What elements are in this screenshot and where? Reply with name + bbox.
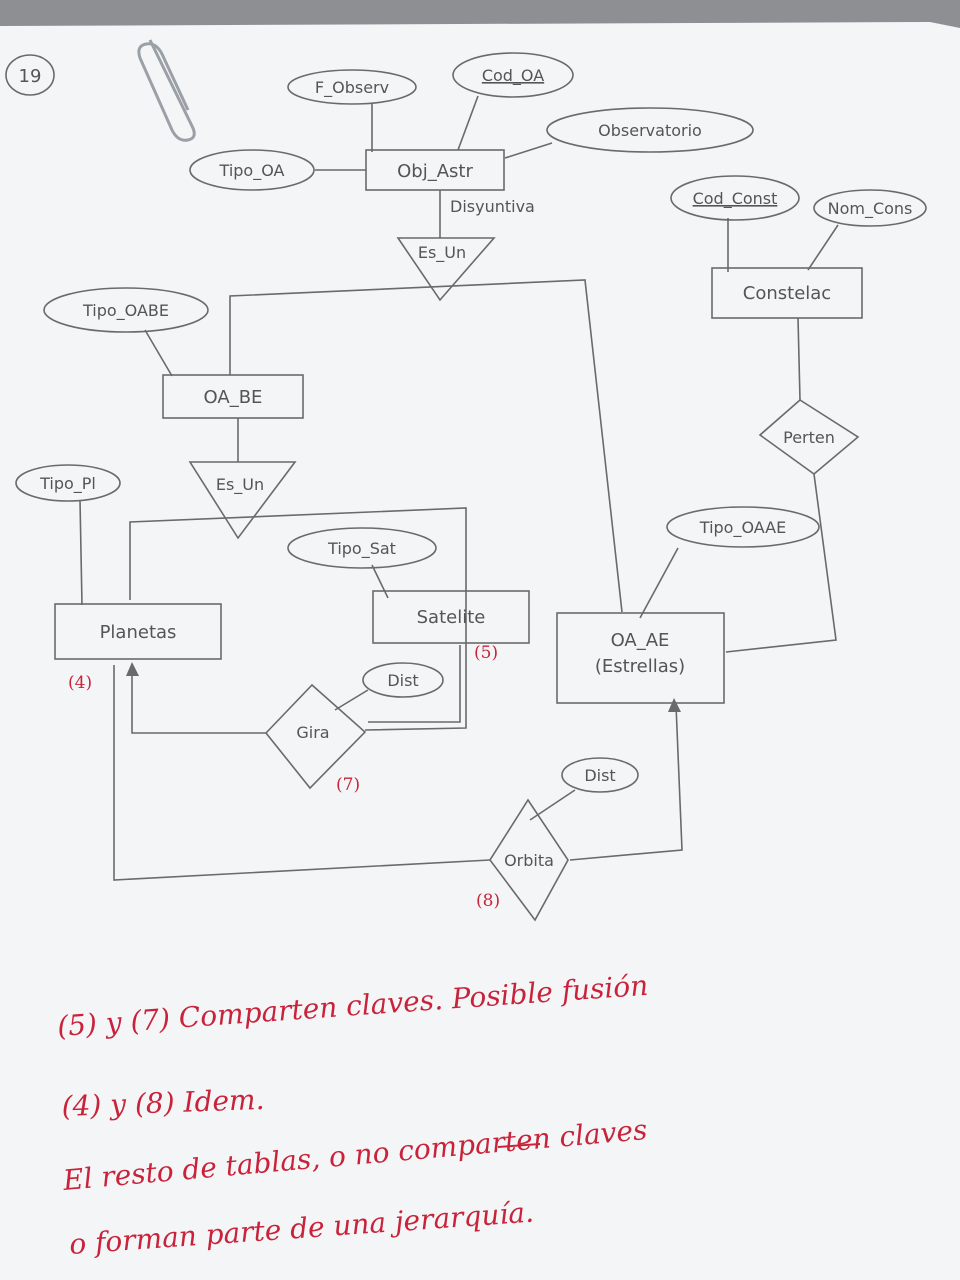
attr-dist-orbita-label: Dist — [584, 766, 615, 785]
attr-tipo-oaae: Tipo_OAAE — [666, 506, 820, 548]
page-number: 19 — [19, 66, 42, 87]
attr-cod-const-label: Cod_Const — [693, 189, 778, 209]
attr-tipo-oabe: Tipo_OABE — [43, 287, 209, 333]
entity-constelac: Constelac — [711, 267, 863, 319]
attr-cod-const: Cod_Const — [670, 175, 800, 221]
attr-observatorio: Observatorio — [546, 107, 754, 153]
isa-es-un-top-label: Es_Un — [418, 243, 466, 263]
entity-oa-ae: OA_AE (Estrellas) — [556, 612, 725, 704]
attr-tipo-sat-label: Tipo_Sat — [327, 539, 396, 559]
mark-4: (4) — [68, 673, 92, 693]
entity-oa-ae-label: OA_AE — [611, 630, 670, 651]
attr-cod-oa-label: Cod_OA — [482, 66, 544, 86]
attr-tipo-oa: Tipo_OA — [189, 149, 315, 191]
entity-satelite-label: Satelite — [417, 607, 486, 628]
paperclip-icon — [137, 39, 196, 142]
rel-perten-label: Perten — [783, 428, 835, 447]
rel-orbita: Orbita — [489, 798, 569, 922]
arrowhead-planetas-icon — [126, 662, 139, 676]
isa-es-un-mid: Es_Un — [188, 461, 297, 540]
entity-oa-be: OA_BE — [162, 374, 304, 419]
attr-tipo-sat: Tipo_Sat — [287, 527, 437, 569]
attr-tipo-pl: Tipo_Pl — [15, 464, 121, 502]
note-underline-no — [497, 1143, 541, 1148]
attr-dist-gira-label: Dist — [387, 671, 418, 690]
attr-tipo-oabe-label: Tipo_OABE — [82, 301, 169, 321]
mark-7: (7) — [336, 775, 360, 795]
entity-oa-be-label: OA_BE — [204, 387, 263, 408]
rel-gira-label: Gira — [296, 723, 329, 742]
attr-nom-cons: Nom_Cons — [813, 189, 927, 227]
note-line-2: (4) y (8) Idem. — [61, 1083, 265, 1123]
arrowhead-oa-ae-icon — [668, 698, 681, 712]
attr-cod-oa: Cod_OA — [452, 52, 574, 98]
entity-planetas-label: Planetas — [100, 622, 177, 643]
attr-tipo-pl-label: Tipo_Pl — [39, 474, 96, 494]
attr-observatorio-label: Observatorio — [598, 121, 702, 140]
mark-8: (8) — [476, 891, 500, 911]
attr-tipo-oa-label: Tipo_OA — [219, 161, 285, 181]
entity-satelite: Satelite — [372, 590, 530, 644]
entity-obj-astr: Obj_Astr — [365, 149, 505, 191]
rel-gira: Gira — [264, 683, 367, 790]
attr-dist-orbita: Dist — [561, 757, 639, 793]
paper-sheet — [0, 22, 960, 1280]
rel-perten: Perten — [758, 399, 860, 476]
attr-nom-cons-label: Nom_Cons — [828, 199, 913, 219]
disjoint-label: Disyuntiva — [450, 197, 535, 216]
entity-constelac-label: Constelac — [743, 283, 831, 304]
entity-obj-astr-label: Obj_Astr — [397, 161, 473, 182]
attr-f-observ: F_Observ — [287, 69, 417, 105]
isa-es-un-mid-label: Es_Un — [216, 475, 264, 495]
attr-dist-gira: Dist — [362, 662, 444, 698]
attr-tipo-oaae-label: Tipo_OAAE — [699, 518, 786, 538]
isa-es-un-top: Es_Un — [396, 237, 496, 302]
page-number-circle — [5, 54, 55, 96]
connection-lines — [79, 95, 839, 881]
attr-f-observ-label: F_Observ — [315, 78, 389, 98]
mark-5: (5) — [474, 643, 498, 663]
rel-orbita-label: Orbita — [504, 851, 554, 870]
entity-oa-ae-sublabel: (Estrellas) — [595, 656, 685, 677]
entity-planetas: Planetas — [54, 603, 222, 660]
